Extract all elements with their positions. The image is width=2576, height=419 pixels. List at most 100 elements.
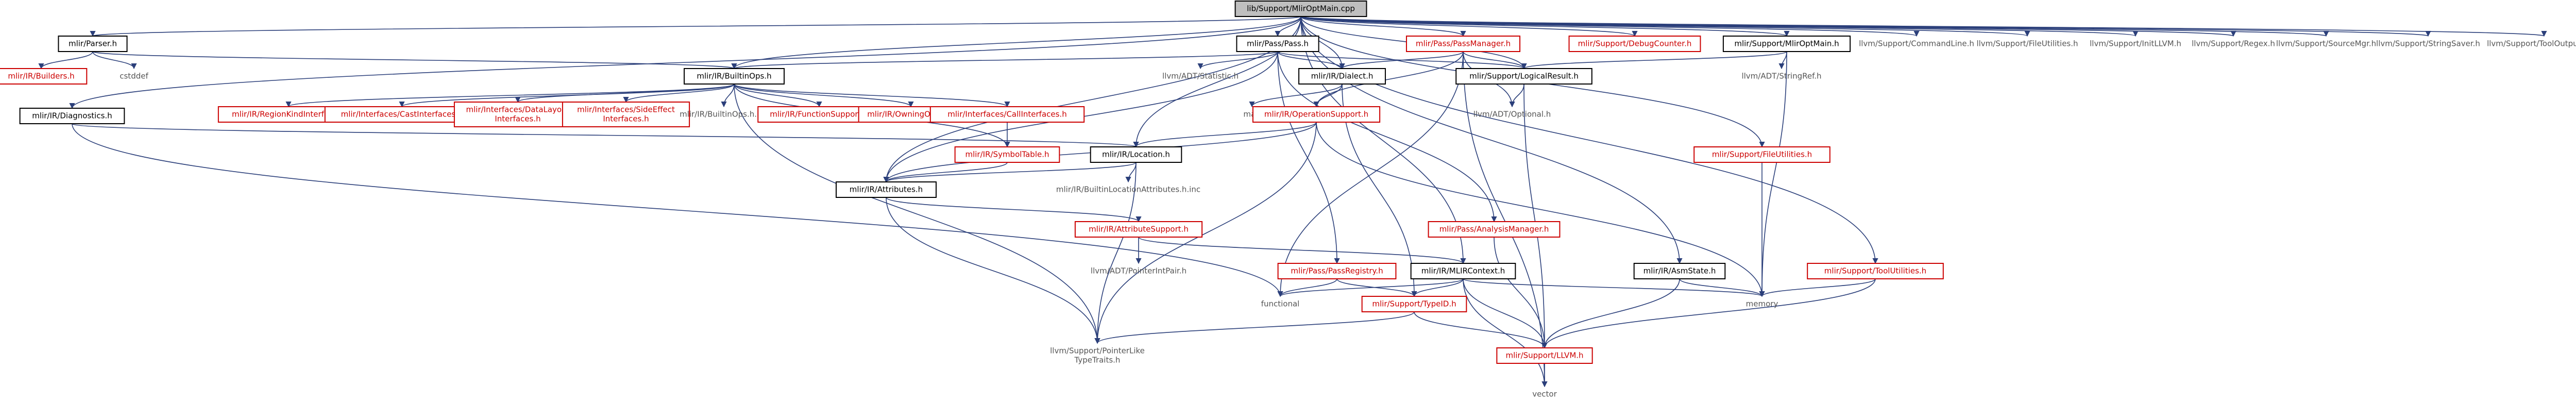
node-box (1722, 36, 1851, 52)
node-label: mlir/IR/Attributes.h (850, 185, 923, 194)
graph-node-functional[interactable]: functional (1261, 299, 1300, 309)
node-box (1298, 68, 1386, 85)
graph-node-file-utilities[interactable]: mlir/Support/FileUtilities.h (1693, 146, 1831, 163)
graph-edge (1759, 278, 1876, 297)
node-label: mlir/IR/MLIRContext.h (1421, 266, 1505, 276)
node-label: memory (1746, 299, 1778, 309)
graph-node-analysis-manager[interactable]: mlir/Pass/AnalysisManager.h (1428, 221, 1561, 238)
graph-node-command-line[interactable]: llvm/Support/CommandLine.h (1859, 39, 1974, 48)
node-label: mlir/Interfaces/DataLayout (466, 105, 570, 114)
graph-node-tool-utilities[interactable]: mlir/Support/ToolUtilities.h (1807, 263, 1944, 279)
node-box (684, 68, 785, 85)
graph-node-builtinops[interactable]: mlir/IR/BuiltinOps.h (684, 68, 785, 85)
node-label: mlir/Support/DebugCounter.h (1578, 39, 1692, 48)
graph-node-vector[interactable]: vector (1532, 390, 1557, 399)
graph-node-mlir-context[interactable]: mlir/IR/MLIRContext.h (1410, 263, 1516, 279)
graph-edge (1463, 278, 1765, 297)
graph-node-optional[interactable]: llvm/ADT/Optional.h (1473, 110, 1551, 119)
graph-node-mlir-opt-main-h[interactable]: mlir/Support/MlirOptMain.h (1722, 36, 1851, 52)
graph-edge (1300, 16, 1683, 264)
graph-node-pass[interactable]: mlir/Pass/Pass.h (1236, 36, 1319, 52)
node-box (1428, 221, 1561, 238)
graph-edge (1759, 51, 1787, 297)
node-box (58, 36, 128, 52)
graph-edge (1300, 16, 2138, 37)
node-label: Interfaces.h (495, 114, 540, 124)
graph-edge (1275, 16, 1301, 37)
graph-node-memory[interactable]: memory (1746, 299, 1778, 309)
graph-edge (92, 51, 737, 70)
graph-node-pass-registry[interactable]: mlir/Pass/PassRegistry.h (1277, 263, 1397, 279)
graph-node-string-ref[interactable]: llvm/ADT/StringRef.h (1741, 72, 1821, 81)
graph-edge (1197, 51, 1278, 70)
node-label: mlir/IR/BuiltinLocationAttributes.h.inc (1056, 185, 1200, 194)
graph-node-root[interactable]: lib/Support/MlirOptMain.cpp (1234, 1, 1367, 17)
graph-node-attributes[interactable]: mlir/IR/Attributes.h (836, 181, 937, 198)
graph-edge (92, 51, 137, 70)
graph-edge (1679, 278, 1765, 297)
graph-node-regex[interactable]: llvm/Support/Regex.h (2192, 39, 2275, 48)
node-label: llvm/Support/Regex.h (2192, 39, 2275, 48)
node-label: mlir/Pass/AnalysisManager.h (1439, 225, 1549, 234)
node-label: llvm/ADT/PointerIntPair.h (1091, 266, 1187, 276)
graph-edge (1300, 16, 2547, 37)
graph-node-tool-output-file[interactable]: llvm/Support/ToolOutputFile.h (2487, 39, 2576, 48)
node-box (1496, 347, 1593, 364)
graph-node-call-interfaces[interactable]: mlir/Interfaces/CallInterfaces.h (929, 106, 1085, 123)
node-box (1234, 1, 1367, 17)
graph-edge (72, 123, 1283, 297)
graph-node-dialect[interactable]: mlir/IR/Dialect.h (1298, 68, 1386, 85)
node-box (1361, 296, 1467, 312)
node-label: Interfaces.h (603, 114, 649, 124)
node-box (1252, 106, 1381, 123)
graph-node-init-llvm[interactable]: llvm/Support/InitLLVM.h (2090, 39, 2181, 48)
graph-node-string-saver[interactable]: llvm/Support/StringSaver.h (2376, 39, 2480, 48)
graph-node-asm-state[interactable]: mlir/IR/AsmState.h (1633, 263, 1726, 279)
graph-edge (515, 83, 735, 103)
graph-node-ir-builders[interactable]: mlir/IR/Builders.h (0, 68, 88, 85)
graph-node-pass-manager[interactable]: mlir/Pass/PassManager.h (1405, 36, 1521, 52)
graph-node-symbol-table[interactable]: mlir/IR/SymbolTable.h (954, 146, 1060, 163)
graph-node-support-llvm[interactable]: mlir/Support/LLVM.h (1496, 347, 1593, 364)
graph-node-attribute-support[interactable]: mlir/IR/AttributeSupport.h (1074, 221, 1203, 238)
graph-node-statistic[interactable]: llvm/ADT/Statistic.h (1162, 72, 1239, 81)
node-label: mlir/Pass/Pass.h (1247, 39, 1309, 48)
graph-edge (1249, 83, 1343, 108)
graph-node-diagnostics[interactable]: mlir/IR/Diagnostics.h (19, 108, 125, 124)
graph-node-builtinops-inc[interactable]: mlir/IR/BuiltinOps.h.inc (680, 110, 768, 119)
graph-node-builtin-loc-attrs-inc[interactable]: mlir/IR/BuiltinLocationAttributes.h.inc (1056, 185, 1200, 194)
node-label: mlir/IR/AttributeSupport.h (1089, 225, 1189, 234)
graph-node-parser[interactable]: mlir/Parser.h (58, 36, 128, 52)
node-box (324, 106, 480, 123)
graph-node-type-id[interactable]: mlir/Support/TypeID.h (1361, 296, 1467, 312)
graph-edge (1339, 51, 1464, 70)
node-box (954, 146, 1060, 163)
graph-edge (1509, 83, 1524, 108)
graph-node-cast-interfaces[interactable]: mlir/Interfaces/CastInterfaces.h (324, 106, 480, 123)
graph-node-llvm-file-utilities[interactable]: llvm/Support/FileUtilities.h (1976, 39, 2078, 48)
node-box (0, 68, 88, 85)
graph-node-debug-counter[interactable]: mlir/Support/DebugCounter.h (1568, 36, 1701, 52)
graph-edge (1300, 16, 1790, 37)
graph-edge (1133, 122, 1317, 148)
graph-edge (1277, 278, 1464, 297)
node-label: mlir/Support/ToolUtilities.h (1824, 266, 1926, 276)
graph-edge (1277, 51, 1497, 223)
node-label: llvm/Support/PointerLike (1050, 346, 1145, 356)
node-box (1405, 36, 1521, 52)
node-box (1074, 221, 1203, 238)
node-label: mlir/IR/Builders.h (8, 72, 74, 81)
node-box (1807, 263, 1944, 279)
node-label: mlir/Pass/PassManager.h (1416, 39, 1511, 48)
graph-edge (90, 16, 1301, 37)
graph-node-source-mgr[interactable]: llvm/Support/SourceMgr.h (2276, 39, 2376, 48)
node-label: mlir/Support/MlirOptMain.h (1734, 39, 1839, 48)
graph-edge (731, 16, 1301, 70)
graph-node-location[interactable]: mlir/IR/Location.h (1090, 146, 1182, 163)
graph-node-logical-result[interactable]: mlir/Support/LogicalResult.h (1455, 68, 1592, 85)
graph-node-pointer-int-pair[interactable]: llvm/ADT/PointerIntPair.h (1091, 266, 1187, 276)
graph-node-operation-support[interactable]: mlir/IR/OperationSupport.h (1252, 106, 1381, 123)
graph-node-cstddef[interactable]: cstddef (120, 72, 148, 81)
